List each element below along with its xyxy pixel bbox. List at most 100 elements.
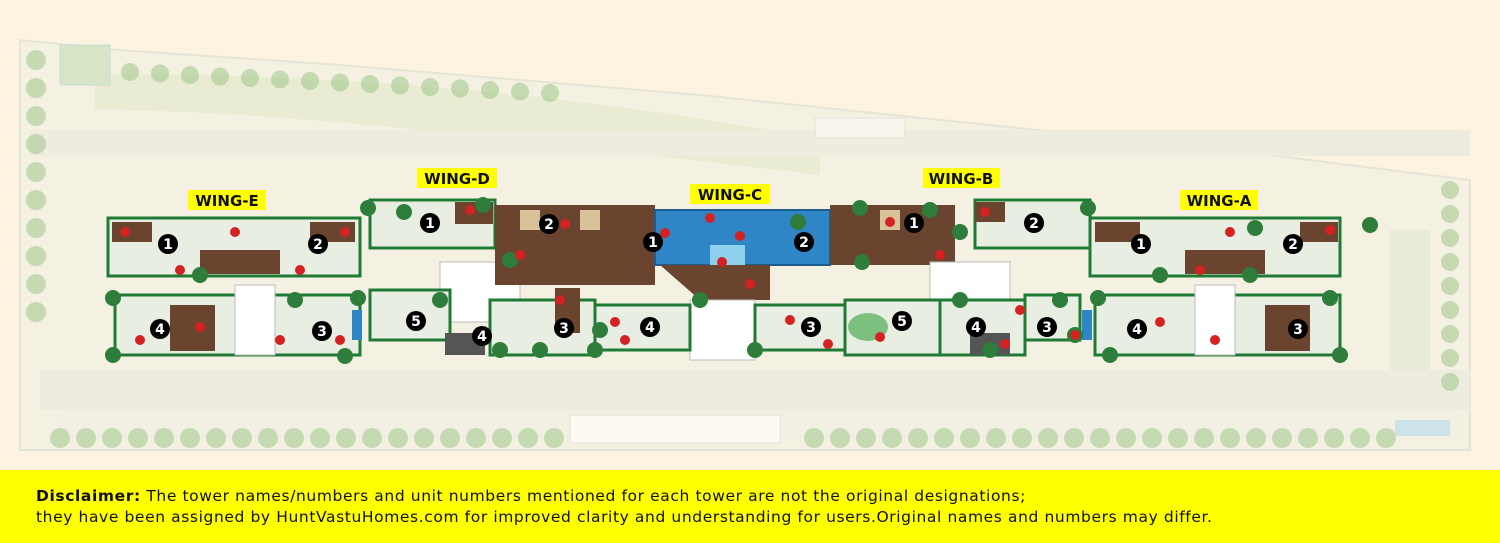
tree (986, 428, 1006, 448)
tower-wing-c (495, 205, 852, 361)
wing-a-unit-4-marker: 4 (1127, 319, 1147, 339)
svg-text:3: 3 (317, 324, 327, 340)
tree (1168, 428, 1188, 448)
tree (232, 428, 252, 448)
tree (1246, 428, 1266, 448)
amenity-dot (885, 217, 895, 227)
tree (102, 428, 122, 448)
shrub (337, 348, 353, 364)
amenity-dot (610, 317, 620, 327)
tree (331, 73, 349, 92)
wing-label-a: WING-A (1180, 190, 1258, 210)
shrub (475, 197, 491, 213)
amenity-dot (1210, 335, 1220, 345)
tree (151, 64, 169, 83)
amenity-dot (717, 257, 727, 267)
tree (1441, 349, 1459, 367)
amenity-dot (745, 279, 755, 289)
wing-b-unit-5-marker: 5 (892, 311, 912, 331)
tree (1272, 428, 1292, 448)
tree (1441, 253, 1459, 271)
shrub (1247, 220, 1263, 236)
tree (1324, 428, 1344, 448)
tree (1220, 428, 1240, 448)
svg-text:5: 5 (897, 314, 907, 330)
tree (271, 70, 289, 89)
tree (50, 428, 70, 448)
wing-c-unit-4-marker: 4 (640, 317, 660, 337)
tree-row (26, 50, 1459, 448)
tree (908, 428, 928, 448)
tree (336, 428, 356, 448)
wing-e-unit-3-marker: 3 (312, 321, 332, 341)
wing-d-unit-1-marker: 1 (420, 213, 440, 233)
svg-text:WING-B: WING-B (929, 170, 994, 188)
tree (1376, 428, 1396, 448)
disclaimer-bar: Disclaimer: The tower names/numbers and … (0, 470, 1500, 543)
wing-b-unit-2-marker: 2 (1024, 213, 1044, 233)
svg-text:5: 5 (411, 314, 421, 330)
tree (1012, 428, 1032, 448)
shrub (692, 292, 708, 308)
wing-c-unit-3-marker: 3 (801, 317, 821, 337)
shrub (532, 342, 548, 358)
shrub (1052, 292, 1068, 308)
tree (1116, 428, 1136, 448)
amenity-dot (705, 213, 715, 223)
svg-text:4: 4 (1132, 322, 1142, 338)
shrub (952, 224, 968, 240)
tree (960, 428, 980, 448)
shrub (747, 342, 763, 358)
tree (26, 162, 46, 182)
shrub (1152, 267, 1168, 283)
amenity-dot (1155, 317, 1165, 327)
tree (481, 81, 499, 99)
tree (830, 428, 850, 448)
shrub (105, 290, 121, 306)
svg-text:2: 2 (1029, 216, 1039, 232)
shrub (492, 342, 508, 358)
tree (26, 274, 46, 294)
shrub (502, 252, 518, 268)
amenity-dot (465, 205, 475, 215)
amenity-dot (120, 227, 130, 237)
shrub (922, 202, 938, 218)
wing-label-c: WING-C (690, 184, 770, 204)
tree (26, 134, 46, 154)
amenity-dot (1225, 227, 1235, 237)
tree (128, 428, 148, 448)
tree (181, 66, 199, 84)
tree (1441, 181, 1459, 199)
tree (121, 63, 139, 81)
wing-d-unit-4-marker: 4 (472, 326, 492, 346)
shrub (592, 322, 608, 338)
wing-d-unit-3-marker: 3 (554, 318, 574, 338)
amenity-dot (980, 207, 990, 217)
tree (1441, 373, 1459, 391)
wing-e-unit-1-marker: 1 (158, 234, 178, 254)
tree (1142, 428, 1162, 448)
shrub (952, 292, 968, 308)
tree (154, 428, 174, 448)
shrub (852, 200, 868, 216)
amenity-dot (785, 315, 795, 325)
wing-b-unit-3-marker: 3 (1037, 317, 1057, 337)
disclaimer-text-1: The tower names/numbers and unit numbers… (146, 487, 1026, 505)
svg-text:4: 4 (477, 329, 487, 345)
tree (388, 428, 408, 448)
tree (421, 78, 439, 96)
tree (414, 428, 434, 448)
wing-label-e: WING-E (188, 190, 266, 210)
wing-label-b: WING-B (923, 168, 1000, 188)
shrub (1332, 347, 1348, 363)
tree (391, 76, 409, 95)
amenity-dot (195, 322, 205, 332)
tree (1194, 428, 1214, 448)
wing-e-unit-2-marker: 2 (308, 234, 328, 254)
tree (1441, 325, 1459, 343)
amenity-dot (335, 335, 345, 345)
shrub (587, 342, 603, 358)
tree (361, 75, 379, 93)
svg-text:2: 2 (544, 217, 554, 233)
amenity-dot (230, 227, 240, 237)
